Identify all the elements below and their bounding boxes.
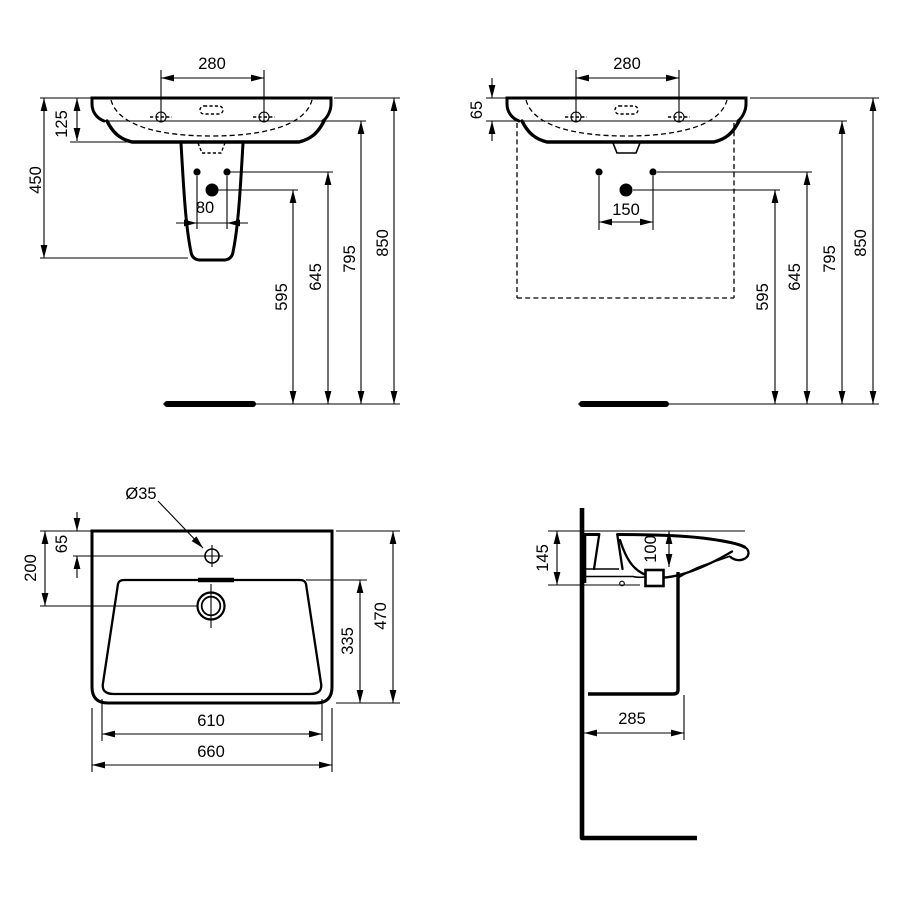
side-section-view: 145 100 285 <box>534 508 750 841</box>
dim-150: 150 <box>599 201 653 226</box>
dim-145: 145 <box>534 531 640 586</box>
bowl-inner-surface <box>618 538 734 579</box>
dim-label-645: 645 <box>786 263 804 291</box>
dim-label-200: 200 <box>22 554 40 582</box>
bowl-underside-outline <box>520 119 741 144</box>
dim-280: 280 <box>575 55 680 122</box>
dim-label-80: 80 <box>196 199 214 217</box>
dim-285: 285 <box>584 695 685 740</box>
dim-450: 450 <box>27 98 188 259</box>
front-apron-underside <box>677 555 731 579</box>
dim-470-extensions <box>336 530 400 704</box>
dim-795: 795 <box>341 121 365 404</box>
dot-extension-lines <box>598 171 812 230</box>
bowl-plan-outline <box>101 578 323 696</box>
dim-80: 80 <box>176 199 248 227</box>
dim-label-150: 150 <box>612 201 640 219</box>
dim-100: 100 <box>642 531 673 567</box>
wall-and-floor-line <box>579 508 697 841</box>
deck-and-front-top-edge <box>616 533 746 549</box>
dim-label-645: 645 <box>307 263 325 291</box>
diameter-leader-line <box>157 500 204 549</box>
overflow-slot <box>199 105 224 115</box>
fixing-bolt-dot-right <box>649 168 657 176</box>
waste-outlet <box>609 141 644 154</box>
dim-label-470: 470 <box>372 602 390 630</box>
front-view-with-pedestal: 280 125 450 80 595 645 <box>27 55 400 407</box>
dim-label-diameter: Ø35 <box>125 485 156 503</box>
front-view-wall-hung: 280 65 150 595 645 795 850 <box>468 55 879 407</box>
dim-label-335: 335 <box>339 627 357 655</box>
support-bracket-outline <box>588 572 680 696</box>
front-rim-curl <box>729 545 750 562</box>
dim-200: 200 <box>22 531 197 607</box>
dim-660-extensions <box>91 708 333 772</box>
furniture-hidden-outline <box>516 123 735 299</box>
dim-label-595: 595 <box>754 283 772 311</box>
dim-645: 645 <box>786 172 811 404</box>
basin-plan-outline <box>90 529 334 705</box>
bowl-hidden-arc <box>110 99 313 137</box>
dim-65-plan: 65 <box>40 512 202 578</box>
bowl-underside-outline <box>105 119 326 144</box>
dim-595: 595 <box>273 190 297 404</box>
fixing-bolt-dot-left <box>595 168 603 176</box>
overflow-slot <box>614 105 639 115</box>
dim-795: 795 <box>821 121 846 404</box>
dim-610: 610 <box>101 699 323 741</box>
fixing-bolt-dot-left <box>193 168 201 176</box>
dim-label-65: 65 <box>53 535 71 553</box>
dim-65: 65 <box>468 78 507 141</box>
fixing-bolt-dot-right <box>223 168 231 176</box>
dim-label-285: 285 <box>618 710 646 728</box>
dim-125-extensions <box>40 97 132 143</box>
dim-850: 850 <box>334 97 400 404</box>
waste-pipe-dot <box>205 183 219 197</box>
dim-label-125: 125 <box>53 110 71 138</box>
waste-pipe-dot <box>619 183 633 197</box>
taphole-section-void <box>592 534 624 571</box>
dim-label-610: 610 <box>197 712 225 730</box>
waste-trap-section <box>644 568 665 588</box>
plan-view: Ø35 65 200 335 470 <box>22 485 400 772</box>
waste-outlet-hidden <box>194 141 229 154</box>
dim-125: 125 <box>40 97 132 143</box>
dim-label-850: 850 <box>852 229 870 257</box>
basin-rim-outline <box>505 96 748 123</box>
dim-label-595: 595 <box>273 283 291 311</box>
dim-diameter-35: Ø35 <box>125 485 204 549</box>
dim-470: 470 <box>336 530 400 704</box>
dim-335: 335 <box>306 579 367 703</box>
dim-label-795: 795 <box>821 245 839 273</box>
dim-65-extensions <box>40 530 202 557</box>
dot-extension-lines <box>196 171 333 229</box>
dim-280: 280 <box>160 55 265 122</box>
taphole-crosshair <box>202 545 223 567</box>
dim-label-280: 280 <box>198 55 226 73</box>
dim-label-660: 660 <box>197 743 225 761</box>
dim-595: 595 <box>754 190 779 404</box>
dim-label-280: 280 <box>613 55 641 73</box>
dim-645: 645 <box>307 172 332 404</box>
dim-label-145: 145 <box>534 544 552 572</box>
dim-label-450: 450 <box>27 166 45 194</box>
dim-label-850: 850 <box>374 229 392 257</box>
fixing-hole-section <box>619 580 625 587</box>
dim-label-100: 100 <box>642 535 660 563</box>
dim-660: 660 <box>91 708 333 772</box>
basin-rim-outline <box>90 96 333 123</box>
dim-label-65: 65 <box>468 101 486 119</box>
dim-label-795: 795 <box>341 245 359 273</box>
bowl-hidden-arc <box>525 99 728 137</box>
dim-850: 850 <box>750 97 879 404</box>
